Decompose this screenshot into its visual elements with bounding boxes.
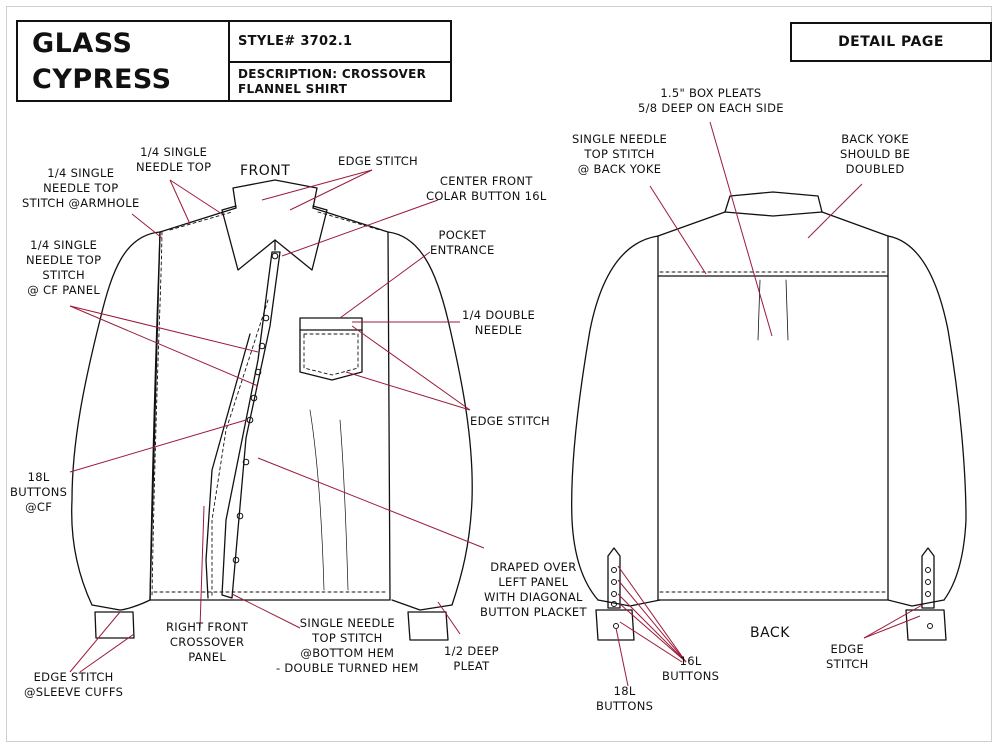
callout-edge-stitch-collar: EDGE STITCH — [338, 154, 418, 168]
brand-name-line2: CYPRESS — [32, 64, 172, 95]
callout-edge-stitch-pocket: EDGE STITCH — [470, 414, 550, 428]
brand-box: GLASS CYPRESS — [16, 20, 230, 102]
back-view-label: BACK — [750, 625, 790, 641]
style-number: STYLE# 3702.1 — [238, 34, 353, 49]
callout-sleeve-cuffs: EDGE STITCH@SLEEVE CUFFS — [24, 670, 124, 699]
description-line1: DESCRIPTION: CROSSOVER — [238, 67, 427, 81]
description-line2: FLANNEL SHIRT — [238, 82, 348, 96]
front-view-label: FRONT — [240, 163, 291, 179]
style-box: STYLE# 3702.1 DESCRIPTION: CROSSOVER FLA… — [228, 20, 452, 102]
page-frame — [6, 6, 992, 742]
detail-page-box: DETAIL PAGE — [790, 22, 992, 62]
detail-page-title: DETAIL PAGE — [838, 34, 944, 50]
front-shirt — [71, 179, 473, 641]
brand-name-line1: GLASS — [32, 28, 133, 59]
back-shirt — [571, 191, 967, 641]
leader-lines — [69, 121, 925, 687]
style-divider — [230, 61, 450, 63]
